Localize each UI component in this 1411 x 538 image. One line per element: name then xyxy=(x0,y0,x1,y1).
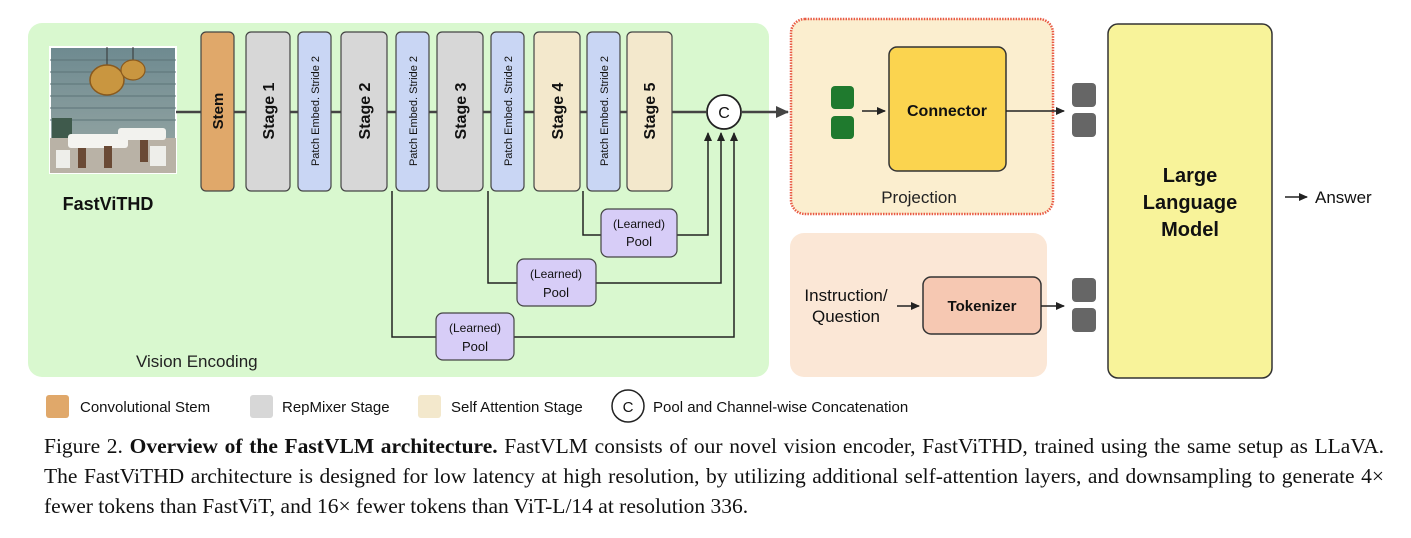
stage-2-block: Stage 2 xyxy=(340,31,388,192)
architecture-diagram: Vision Encoding FastViTHD Stem Sta xyxy=(28,17,1372,423)
gray-token-1 xyxy=(1072,83,1096,107)
svg-text:Model: Model xyxy=(1161,219,1219,241)
answer-label: Answer xyxy=(1315,188,1372,207)
patch-embed-2-block: Patch Embed. Stride 2 xyxy=(395,31,430,192)
svg-text:(Learned): (Learned) xyxy=(613,217,665,231)
caption-prefix: Figure 2. xyxy=(44,434,130,458)
input-image xyxy=(49,46,177,174)
legend-label-stem: Convolutional Stem xyxy=(80,399,210,416)
caption-title: Overview of the FastVLM architecture. xyxy=(129,434,498,458)
patch-embed-1-block: Patch Embed. Stride 2 xyxy=(297,31,332,192)
instruction-label-line2: Question xyxy=(812,307,880,326)
image-label: FastViTHD xyxy=(63,194,154,214)
patch-embed-3-block: Patch Embed. Stride 2 xyxy=(490,31,525,192)
svg-text:Large: Large xyxy=(1163,165,1217,187)
svg-text:Language: Language xyxy=(1143,192,1237,214)
learned-pool-3: (Learned) Pool xyxy=(435,312,515,361)
svg-text:Patch Embed. Stride 2: Patch Embed. Stride 2 xyxy=(503,56,515,166)
connector-block: Connector xyxy=(888,46,1007,172)
svg-text:Pool: Pool xyxy=(543,285,569,300)
patch-embed-4-block: Patch Embed. Stride 2 xyxy=(586,31,621,192)
gray-token-2 xyxy=(1072,113,1096,137)
svg-text:Stage 1: Stage 1 xyxy=(261,82,278,139)
figure-caption: Figure 2. Overview of the FastVLM archit… xyxy=(44,431,1384,521)
concat-circle: C xyxy=(706,94,742,130)
legend-label-concat: Pool and Channel-wise Concatenation xyxy=(653,399,908,416)
legend-concat-circle xyxy=(611,389,645,423)
green-token-1 xyxy=(831,86,854,109)
svg-text:Patch Embed. Stride 2: Patch Embed. Stride 2 xyxy=(599,56,611,166)
stage-3-block: Stage 3 xyxy=(436,31,484,192)
vision-encoding-label: Vision Encoding xyxy=(136,352,258,371)
svg-text:Stem: Stem xyxy=(210,93,227,130)
svg-text:Stage 3: Stage 3 xyxy=(453,82,470,139)
legend-label-attention: Self Attention Stage xyxy=(451,399,583,416)
svg-text:Tokenizer: Tokenizer xyxy=(948,298,1017,315)
legend-label-repmixer: RepMixer Stage xyxy=(282,399,390,416)
caption-body: FastVLM consists of our novel vision enc… xyxy=(44,434,1384,518)
legend-swatch-attention xyxy=(418,395,441,418)
svg-text:Connector: Connector xyxy=(907,103,987,120)
svg-text:Pool: Pool xyxy=(462,339,488,354)
learned-pool-1: (Learned) Pool xyxy=(600,208,678,258)
skip-connections xyxy=(391,191,601,338)
tokenizer-block: Tokenizer xyxy=(922,276,1042,335)
svg-text:(Learned): (Learned) xyxy=(530,267,582,281)
stage-1-block: Stage 1 xyxy=(245,31,291,192)
legend-swatch-repmixer xyxy=(250,395,273,418)
legend-concat-symbol: C xyxy=(623,399,634,416)
stage-5-block: Stage 5 xyxy=(626,31,673,192)
pool-1-arrow xyxy=(676,132,712,236)
stem-block: Stem xyxy=(200,31,235,192)
svg-text:Stage 4: Stage 4 xyxy=(550,82,567,139)
legend: Convolutional Stem RepMixer Stage Self A… xyxy=(46,389,908,423)
svg-text:Patch Embed. Stride 2: Patch Embed. Stride 2 xyxy=(310,56,322,166)
learned-pool-2: (Learned) Pool xyxy=(516,258,597,307)
svg-text:Stage 5: Stage 5 xyxy=(642,82,659,139)
gray-token-4 xyxy=(1072,308,1096,332)
pool-3-arrow xyxy=(514,132,738,338)
pool-2-arrow xyxy=(596,132,725,284)
stage-4-block: Stage 4 xyxy=(533,31,581,192)
instruction-label-line1: Instruction/ xyxy=(804,286,887,305)
svg-text:Stage 2: Stage 2 xyxy=(357,82,374,139)
gray-token-3 xyxy=(1072,278,1096,302)
llm-block: Large Language Model xyxy=(1107,23,1273,379)
svg-text:C: C xyxy=(718,105,730,122)
green-token-2 xyxy=(831,116,854,139)
projection-label: Projection xyxy=(881,188,957,207)
svg-text:Patch Embed. Stride 2: Patch Embed. Stride 2 xyxy=(408,56,420,166)
svg-text:(Learned): (Learned) xyxy=(449,321,501,335)
legend-swatch-stem xyxy=(46,395,69,418)
svg-text:Pool: Pool xyxy=(626,234,652,249)
